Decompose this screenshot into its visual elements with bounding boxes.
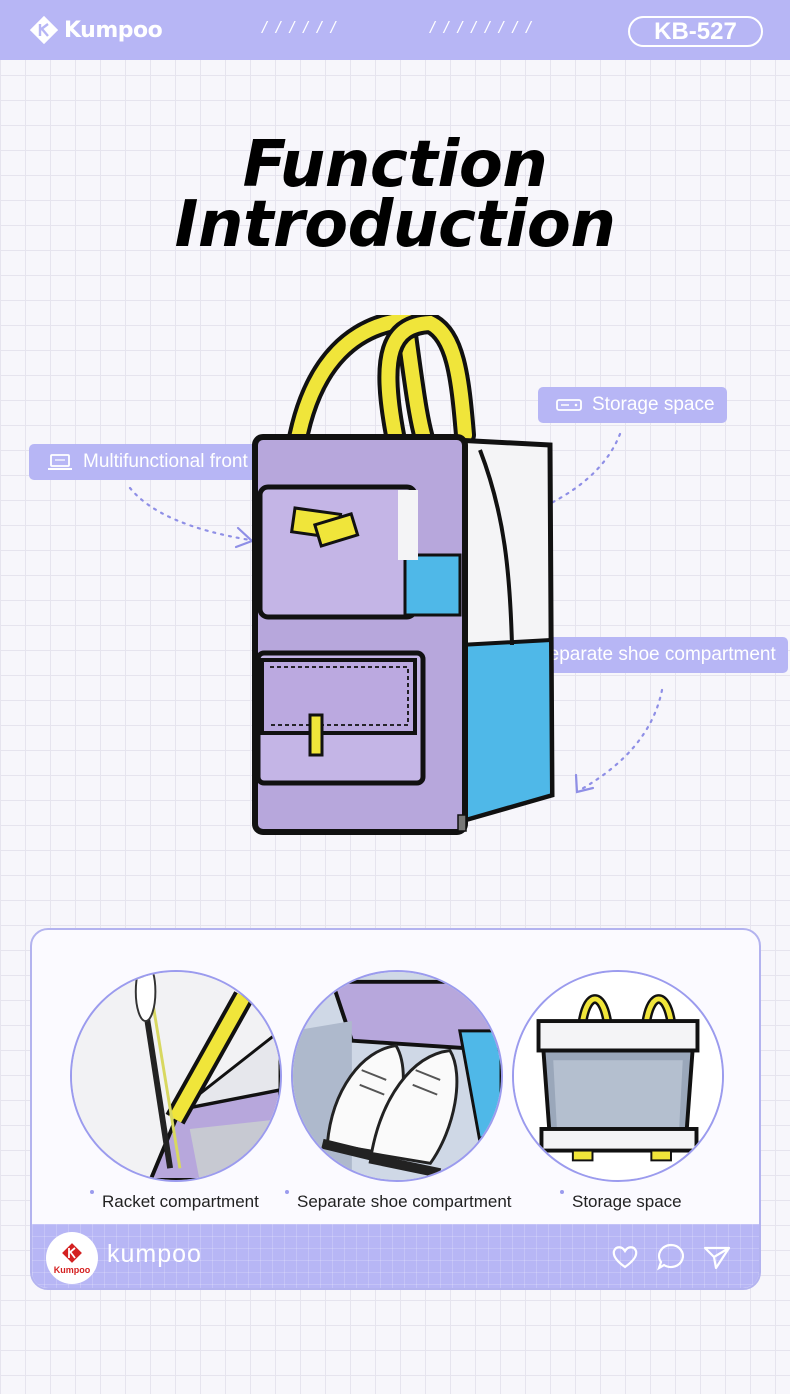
shoe-compartment-caption: Separate shoe compartment <box>285 1190 512 1211</box>
storage-space-text: Storage space <box>592 394 715 415</box>
racket-compartment-illustration <box>72 972 280 1180</box>
laptop-icon <box>48 454 72 470</box>
backpack-product-image <box>240 307 570 840</box>
kumpoo-logo-icon <box>30 16 58 44</box>
shoe-compartment-image <box>291 970 503 1182</box>
storage-space-caption: Storage space <box>560 1190 682 1211</box>
decorative-slashes-left: ////// <box>262 18 345 37</box>
racket-compartment-image <box>70 970 282 1182</box>
storage-space-illustration <box>514 972 722 1180</box>
backpack-illustration <box>252 307 555 835</box>
drive-icon <box>556 399 582 411</box>
storage-space-label: Storage space <box>538 387 727 423</box>
title-line-1: Function <box>242 128 548 202</box>
storage-space-image <box>512 970 724 1182</box>
send-icon[interactable] <box>702 1242 732 1272</box>
page-title: Function Introduction <box>0 128 790 262</box>
chat-icon[interactable] <box>656 1242 686 1272</box>
kumpoo-logo-icon <box>62 1242 82 1263</box>
feature-card: Racket compartment Separate shoe compart… <box>30 928 761 1290</box>
title-line-2: Introduction <box>174 188 616 262</box>
model-number-badge: KB-527 <box>628 16 763 47</box>
heart-icon[interactable] <box>610 1242 640 1272</box>
top-bar: Kumpoo ////// //////// KB-527 <box>0 0 790 60</box>
footer-brand-name: kumpoo <box>107 1240 202 1268</box>
brand-logo[interactable]: Kumpoo <box>30 16 163 44</box>
brand-name: Kumpoo <box>64 17 163 43</box>
footer-logo-text: Kumpoo <box>53 1264 91 1275</box>
decorative-slashes-right: //////// <box>430 18 540 37</box>
shoe-compartment-text: Separate shoe compartment <box>536 644 776 665</box>
shoe-compartment-illustration <box>293 972 501 1180</box>
social-footer-bar: Kumpoo kumpoo <box>32 1224 759 1288</box>
racket-compartment-caption: Racket compartment <box>90 1190 259 1211</box>
footer-logo[interactable]: Kumpoo <box>46 1232 98 1284</box>
